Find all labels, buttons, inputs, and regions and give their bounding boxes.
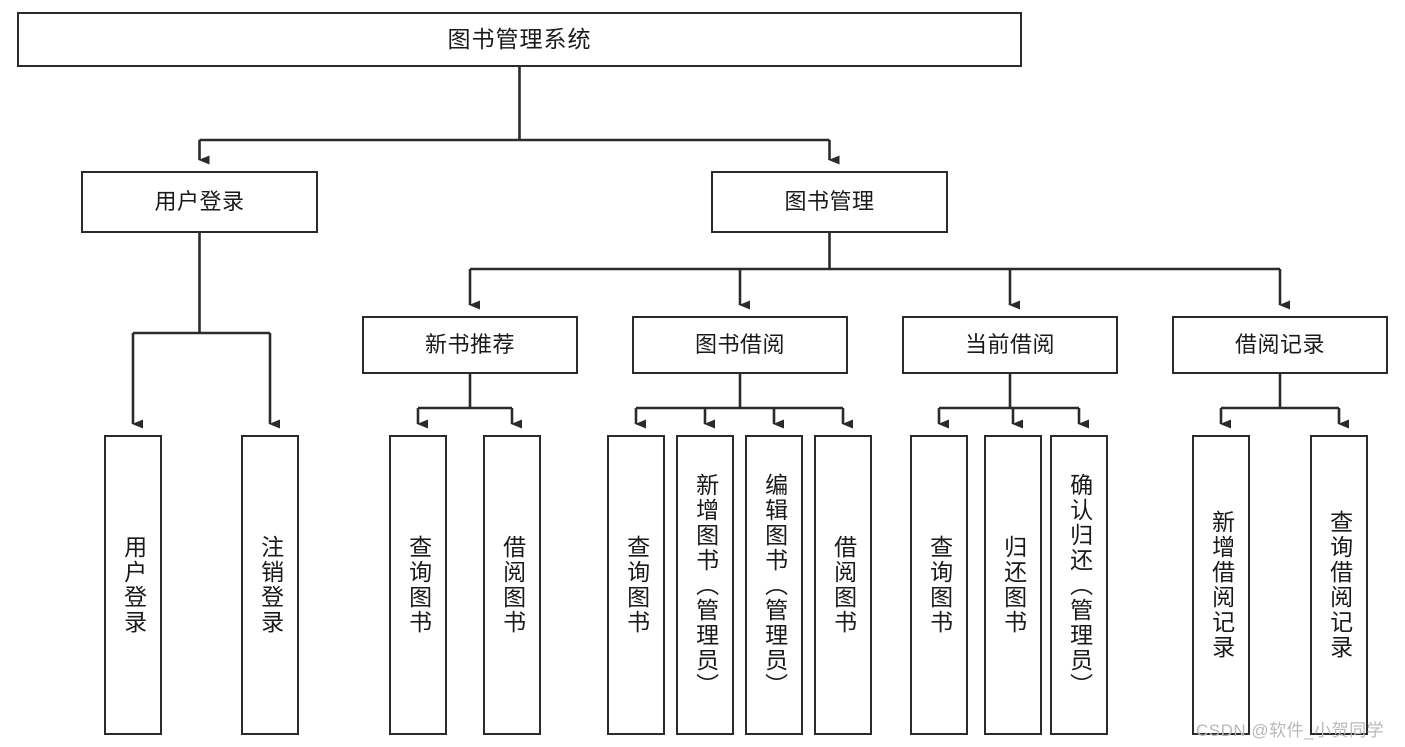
node-book-manage[interactable]: 图书管理 — [711, 171, 948, 233]
node-borrow-record-label: 借阅记录 — [1234, 332, 1325, 358]
leaf-user-login[interactable]: 用户登录 — [104, 435, 162, 735]
node-root-label: 图书管理系统 — [447, 26, 592, 53]
leaf-query-book-3-label: 查询图书 — [926, 535, 953, 635]
leaf-return-book-label: 归还图书 — [1000, 535, 1027, 635]
leaf-query-record[interactable]: 查询借阅记录 — [1310, 435, 1368, 735]
node-borrow-record[interactable]: 借阅记录 — [1172, 316, 1388, 374]
leaf-user-logout[interactable]: 注销登录 — [241, 435, 299, 735]
leaf-user-login-label: 用户登录 — [120, 535, 147, 635]
node-new-book-rec-label: 新书推荐 — [424, 332, 515, 358]
watermark: CSDN @软件_小贺同学 — [1196, 721, 1385, 740]
node-user-login[interactable]: 用户登录 — [81, 171, 318, 233]
node-new-book-rec[interactable]: 新书推荐 — [362, 316, 578, 374]
leaf-borrow-book-1[interactable]: 借阅图书 — [483, 435, 541, 735]
leaf-query-book-3[interactable]: 查询图书 — [910, 435, 968, 735]
leaf-user-logout-label: 注销登录 — [257, 535, 284, 635]
leaf-query-book-1-label: 查询图书 — [405, 535, 432, 635]
leaf-add-record-label: 新增借阅记录 — [1208, 510, 1235, 660]
leaf-add-book-label: 新增图书（管理员） — [692, 472, 719, 698]
leaf-confirm-return[interactable]: 确认归还（管理员） — [1050, 435, 1108, 735]
leaf-add-record[interactable]: 新增借阅记录 — [1192, 435, 1250, 735]
node-current-borrow-label: 当前借阅 — [964, 332, 1055, 358]
node-user-login-label: 用户登录 — [154, 189, 245, 215]
leaf-edit-book[interactable]: 编辑图书（管理员） — [745, 435, 803, 735]
leaf-confirm-return-label: 确认归还（管理员） — [1066, 472, 1093, 698]
node-book-manage-label: 图书管理 — [784, 189, 875, 215]
leaf-query-book-2-label: 查询图书 — [623, 535, 650, 635]
leaf-borrow-book-2[interactable]: 借阅图书 — [814, 435, 872, 735]
leaf-query-record-label: 查询借阅记录 — [1326, 510, 1353, 660]
leaf-query-book-1[interactable]: 查询图书 — [389, 435, 447, 735]
leaf-borrow-book-2-label: 借阅图书 — [830, 535, 857, 635]
node-book-borrow[interactable]: 图书借阅 — [632, 316, 848, 374]
node-current-borrow[interactable]: 当前借阅 — [902, 316, 1118, 374]
leaf-query-book-2[interactable]: 查询图书 — [607, 435, 665, 735]
leaf-add-book[interactable]: 新增图书（管理员） — [676, 435, 734, 735]
leaf-borrow-book-1-label: 借阅图书 — [499, 535, 526, 635]
leaf-edit-book-label: 编辑图书（管理员） — [761, 472, 788, 698]
node-root[interactable]: 图书管理系统 — [17, 12, 1022, 67]
leaf-return-book[interactable]: 归还图书 — [984, 435, 1042, 735]
node-book-borrow-label: 图书借阅 — [694, 332, 785, 358]
